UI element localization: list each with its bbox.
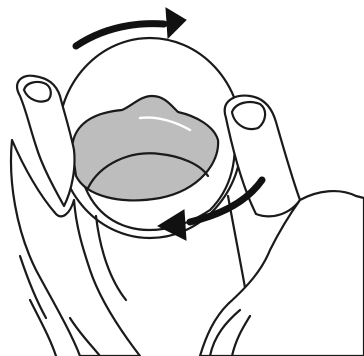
vial-body-left [94,214,128,302]
left-thumbnail [22,80,52,103]
liquid-meniscus [86,152,210,190]
left-finger-crease-2 [18,254,48,320]
rotation-arrow-top [72,20,168,50]
right-palm [198,190,364,356]
rotation-arrow-bottom-head [156,209,187,241]
left-palm [9,138,142,356]
left-thumb [16,74,76,208]
left-finger-crease [28,298,58,356]
left-wrist-edge [68,316,102,356]
right-thumb [223,94,302,218]
rotation-arrow-top-head [165,7,187,40]
rotation-arrow-bottom [186,176,266,226]
liquid-highlight [138,116,192,132]
right-thumbnail [230,101,267,131]
right-palm-crease [208,308,242,356]
liquid [70,94,220,202]
right-finger-line [230,314,252,356]
